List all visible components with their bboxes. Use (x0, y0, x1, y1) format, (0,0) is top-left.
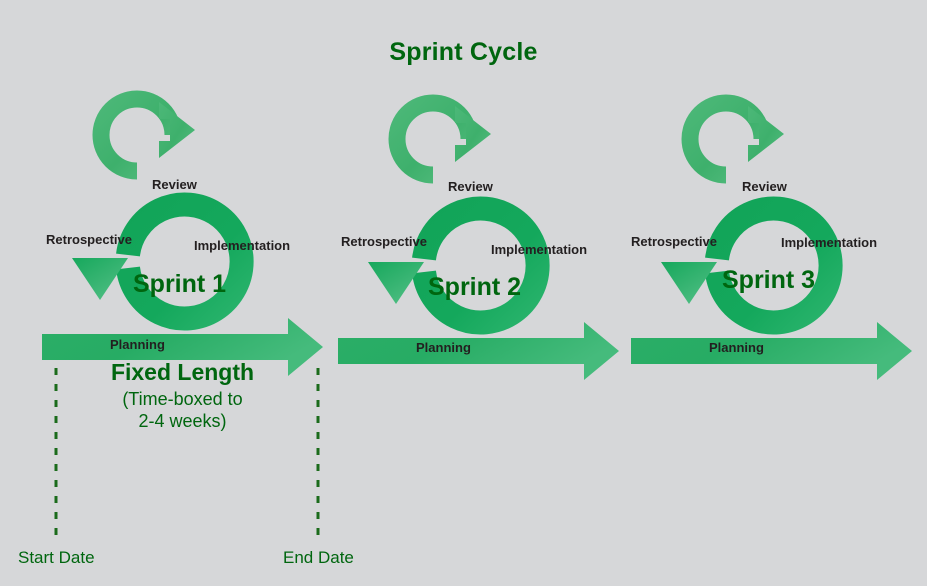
sprint-1-label-review: Review (152, 177, 197, 192)
fixed-length-annotation: Fixed Length (Time-boxed to 2-4 weeks) (60, 358, 305, 433)
end-date-label: End Date (283, 548, 354, 567)
sprint-3-label-planning: Planning (709, 340, 764, 355)
sprint-2-label-retrospective: Retrospective (341, 234, 427, 249)
page-title: Sprint Cycle (389, 38, 538, 66)
sprint-2-name: Sprint 2 (428, 273, 522, 301)
sprint-3-label-implementation: Implementation (781, 235, 878, 250)
sprint-3-label-retrospective: Retrospective (631, 234, 717, 249)
sprint-3-label-review: Review (742, 179, 787, 194)
sprint-1-label-implementation: Implementation (194, 238, 291, 253)
sprint-2-label-implementation: Implementation (491, 242, 588, 257)
sprint-1-label-planning: Planning (110, 337, 165, 352)
sprint-3-name: Sprint 3 (722, 266, 816, 294)
start-date-label: Start Date (18, 548, 95, 567)
sprint-1-label-retrospective: Retrospective (46, 232, 132, 247)
sprint-1-name: Sprint 1 (133, 270, 227, 298)
timeline-markers (54, 368, 320, 544)
sprint-2-label-review: Review (448, 179, 493, 194)
fixed-length-title: Fixed Length (110, 359, 255, 385)
sprint-2-label-planning: Planning (416, 340, 471, 355)
fixed-length-subline-2: 2-4 weeks) (138, 411, 227, 431)
fixed-length-subline-1: (Time-boxed to (122, 389, 243, 410)
